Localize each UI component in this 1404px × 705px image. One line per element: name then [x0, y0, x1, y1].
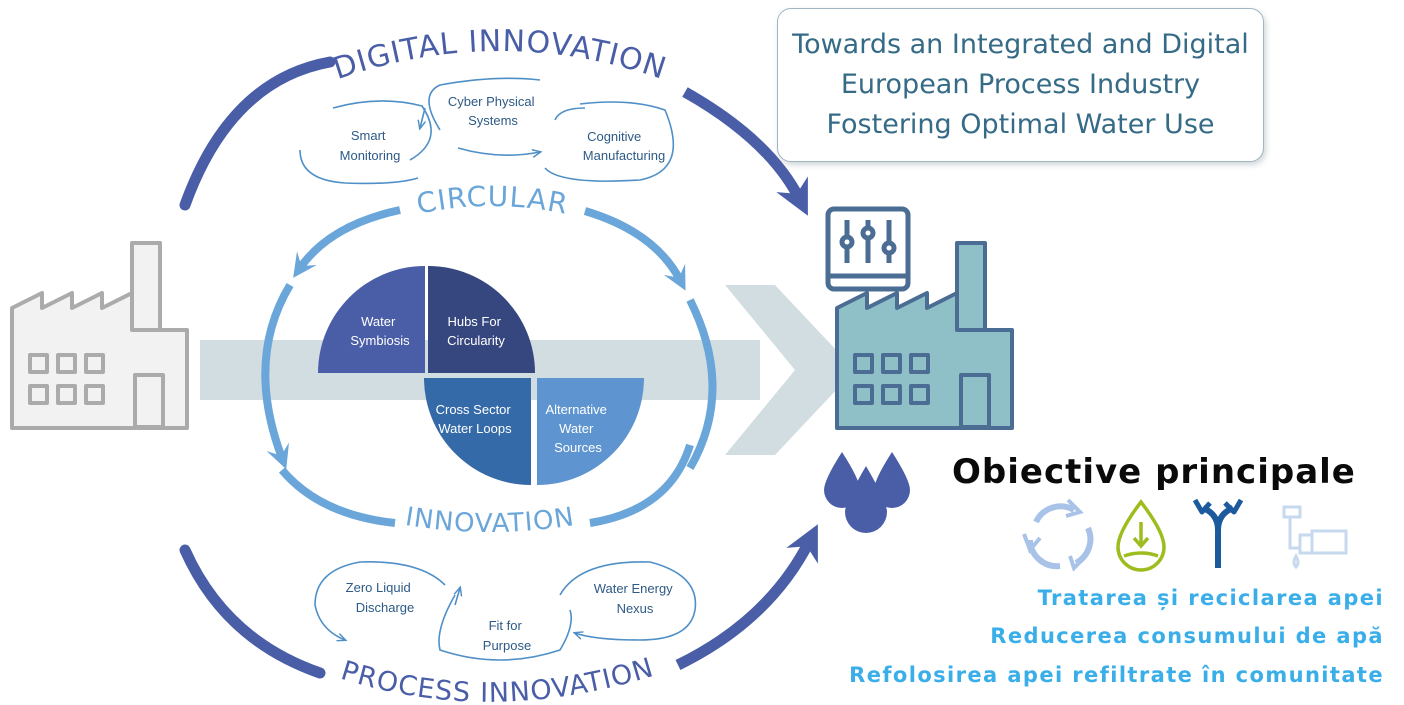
header-line-1: Towards an Integrated and Digital [792, 29, 1249, 60]
water-energy-nexus-label: Water Energy Nexus [594, 581, 677, 616]
water-drop-icon [1116, 499, 1166, 572]
water-drops-icon [824, 452, 910, 533]
factory-teal-icon [835, 241, 1014, 430]
objectives-title: Obiective principale [952, 452, 1356, 492]
quadrant-hubs-for-circularity [428, 266, 535, 373]
circular-label: CIRCULAR [414, 180, 571, 221]
control-panel-icon [825, 206, 911, 292]
fit-for-purpose-label: Fit for Purpose [483, 618, 531, 653]
digital-sub-loops [299, 77, 675, 185]
cross-sector-label: Cross Sector Water Loops [436, 402, 515, 436]
objective-item-1: Tratarea și reciclarea apei [1037, 586, 1384, 610]
quadrant-alternative-water [537, 378, 644, 485]
zero-liquid-discharge-label: Zero Liquid Discharge [346, 580, 415, 615]
water-symbiosis-label: Water Symbiosis [350, 314, 410, 348]
digital-innovation-label: DIGITAL INNOVATION [329, 24, 671, 87]
digital-innovation-arrow [682, 87, 808, 216]
innovation-label: INNOVATION [403, 502, 576, 539]
process-innovation-arrow [675, 524, 818, 670]
header-line-2: European Process Industry [840, 69, 1201, 100]
recycle-icon [1022, 498, 1094, 572]
quadrant-cross-sector [424, 378, 531, 485]
header-line-3: Fostering Optimal Water Use [826, 109, 1215, 140]
hubs-for-circularity-label: Hubs For Circularity [447, 314, 505, 348]
objective-item-3: Refolosirea apei refiltrate în comunitat… [849, 663, 1384, 687]
factory-gray-icon [10, 241, 189, 430]
smart-monitoring-label: Smart Monitoring [340, 128, 401, 163]
digital-innovation-arc [179, 56, 336, 211]
cognitive-manufacturing-label: Cognitive Manufacturing [583, 129, 665, 163]
alternative-water-label: Alternative Water Sources [545, 402, 610, 455]
objective-item-2: Reducerea consumului de apă [990, 624, 1384, 648]
process-sub-loops [314, 561, 697, 661]
circular-ring [261, 206, 717, 527]
circularity-pie [318, 266, 644, 485]
faucet-icon [1282, 505, 1348, 570]
header-box: Towards an Integrated and Digital Europe… [777, 8, 1264, 162]
quadrant-water-symbiosis [318, 266, 425, 373]
branch-arrows-icon [1192, 498, 1244, 568]
cyber-physical-label: Cyber Physical Systems [448, 94, 538, 128]
process-innovation-arc [179, 544, 326, 679]
